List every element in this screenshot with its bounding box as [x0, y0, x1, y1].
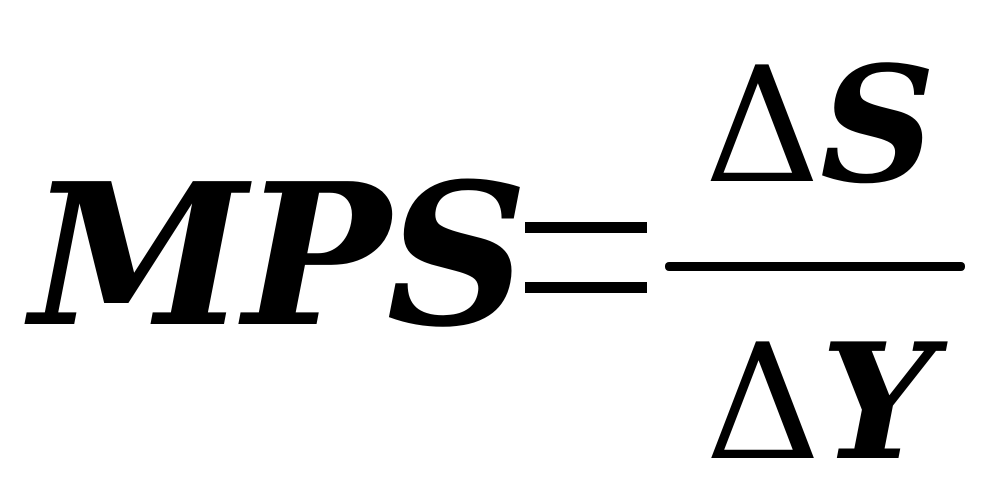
fraction-bar: [665, 262, 965, 271]
fraction-denominator: ΔY: [680, 322, 960, 483]
numerator-variable: S: [820, 31, 936, 219]
numerator-delta: Δ: [704, 32, 820, 219]
equals-bar-top: [525, 222, 647, 233]
fraction-numerator: ΔS: [680, 45, 960, 206]
equals-bar-bottom: [525, 282, 647, 293]
formula-lhs: MPS: [30, 141, 528, 371]
equals-sign: [525, 222, 647, 294]
denominator-variable: Y: [820, 308, 935, 496]
denominator-delta: Δ: [705, 309, 821, 496]
